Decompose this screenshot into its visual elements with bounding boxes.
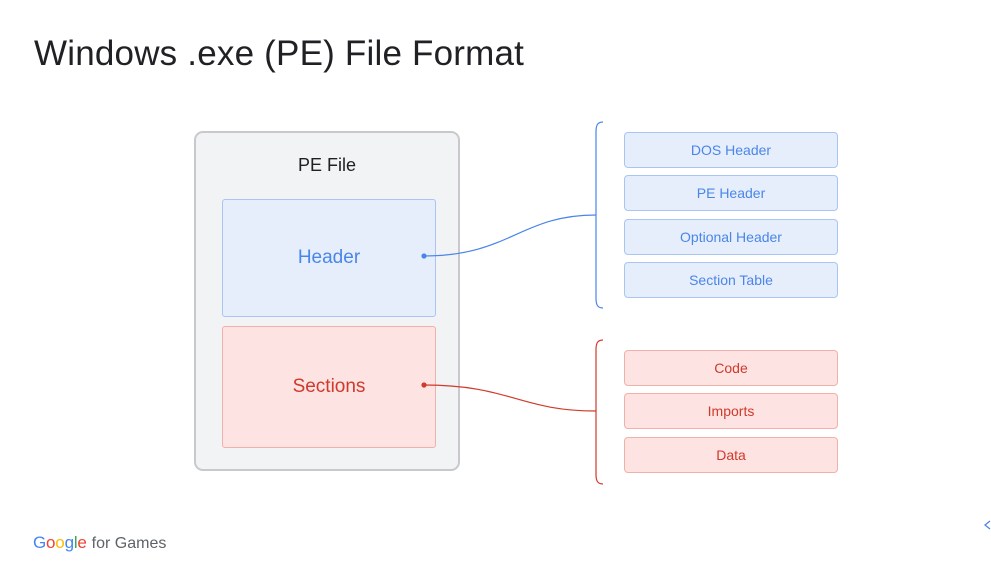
data-label: Data — [716, 447, 746, 463]
sections-connector-dot — [421, 382, 427, 388]
pe-header-label: PE Header — [696, 185, 766, 201]
sections-connector-curve — [423, 384, 597, 412]
code-label: Code — [714, 360, 748, 376]
section-table-label: Section Table — [689, 272, 773, 288]
imports-item: Imports — [624, 393, 838, 429]
section-table-item: Section Table — [624, 262, 838, 298]
footer-tail-text: for Games — [91, 535, 167, 552]
sections-block-label: Sections — [292, 376, 366, 397]
slide-title: Windows .exe (PE) File Format — [34, 34, 525, 73]
google-wordmark: Google — [33, 533, 87, 552]
google-for-games-logo: Google for Games — [33, 533, 166, 553]
imports-label: Imports — [707, 403, 755, 419]
header-block-label: Header — [297, 247, 361, 268]
header-parts-brace — [595, 121, 604, 309]
header-connector-curve — [423, 214, 597, 257]
pe-header-item: PE Header — [624, 175, 838, 211]
dos-header-label: DOS Header — [690, 142, 772, 158]
sections-block: Sections — [222, 326, 436, 448]
corner-mark-icon — [984, 520, 991, 530]
pe-file-container: PE File Header Sections — [194, 131, 460, 471]
dos-header-item: DOS Header — [624, 132, 838, 168]
code-item: Code — [624, 350, 838, 386]
data-item: Data — [624, 437, 838, 473]
optional-header-label: Optional Header — [680, 229, 782, 245]
header-connector-dot — [421, 253, 427, 259]
sections-parts-brace — [595, 339, 604, 485]
header-block: Header — [222, 199, 436, 317]
pe-file-label: PE File — [297, 155, 357, 175]
optional-header-item: Optional Header — [624, 219, 838, 255]
